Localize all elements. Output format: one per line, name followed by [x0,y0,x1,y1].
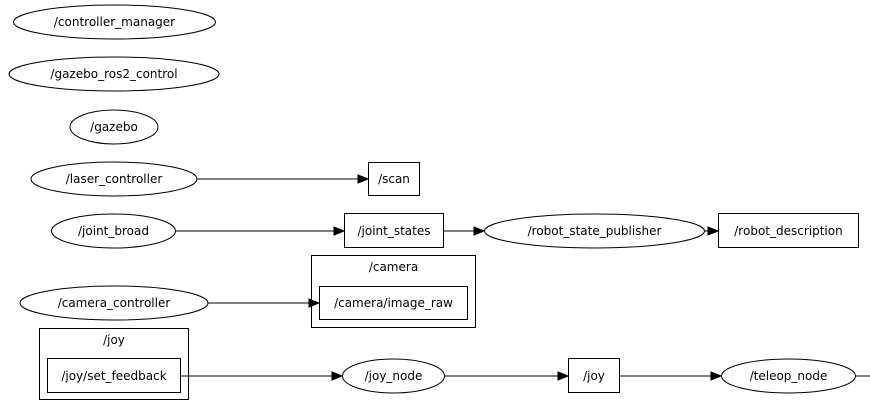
node-gazebo-label: /gazebo [90,120,138,134]
edge-joint-states-to-robot-state-publisher [444,226,486,236]
node-teleop-node-label: /teleop_node [750,369,828,383]
topic-camera-image-raw-label: /camera/image_raw [334,296,453,310]
topic-robot-description[interactable]: /robot_description [718,213,859,248]
node-controller-manager[interactable]: /controller_manager [13,4,216,40]
node-robot-state-publisher[interactable]: /robot_state_publisher [484,213,705,249]
edge-camera-controller-to-image-raw [208,298,321,308]
node-laser-controller[interactable]: /laser_controller [30,161,198,197]
node-gazebo-ros2-control-label: /gazebo_ros2_control [50,67,177,81]
cluster-camera-label: /camera [369,260,418,274]
node-joy-node-label: /joy_node [365,369,423,383]
cluster-joy-label: /joy [103,333,125,347]
topic-joy-set-feedback-label: /joy/set_feedback [61,369,166,383]
topic-scan[interactable]: /scan [368,162,420,196]
node-controller-manager-label: /controller_manager [54,15,175,29]
edge-joint-broad-to-joint-states [176,226,346,236]
topic-joint-states[interactable]: /joint_states [344,213,444,248]
node-gazebo[interactable]: /gazebo [69,109,159,145]
node-joint-broad[interactable]: /joint_broad [51,213,176,249]
topic-camera-image-raw[interactable]: /camera/image_raw [319,286,468,320]
edge-laser-controller-to-scan [197,174,370,184]
node-joy-node[interactable]: /joy_node [342,358,445,394]
node-teleop-node[interactable]: /teleop_node [721,358,856,394]
topic-joy-set-feedback[interactable]: /joy/set_feedback [47,358,181,393]
topic-joint-states-label: /joint_states [357,224,430,238]
topic-joy-label: /joy [583,369,605,383]
node-camera-controller-label: /camera_controller [58,296,171,310]
topic-robot-description-label: /robot_description [734,224,842,238]
edge-joy-to-teleop-node [620,371,723,381]
topic-joy[interactable]: /joy [568,358,620,393]
edge-joy-set-feedback-to-joy-node [181,371,344,381]
node-joint-broad-label: /joint_broad [78,224,149,238]
node-gazebo-ros2-control[interactable]: /gazebo_ros2_control [8,56,220,92]
node-laser-controller-label: /laser_controller [66,172,163,186]
node-robot-state-publisher-label: /robot_state_publisher [528,224,662,238]
topic-scan-label: /scan [378,172,410,186]
node-camera-controller[interactable]: /camera_controller [19,285,209,321]
edge-joy-node-to-joy [445,371,570,381]
edge-robot-state-publisher-to-robot-description [705,226,720,236]
